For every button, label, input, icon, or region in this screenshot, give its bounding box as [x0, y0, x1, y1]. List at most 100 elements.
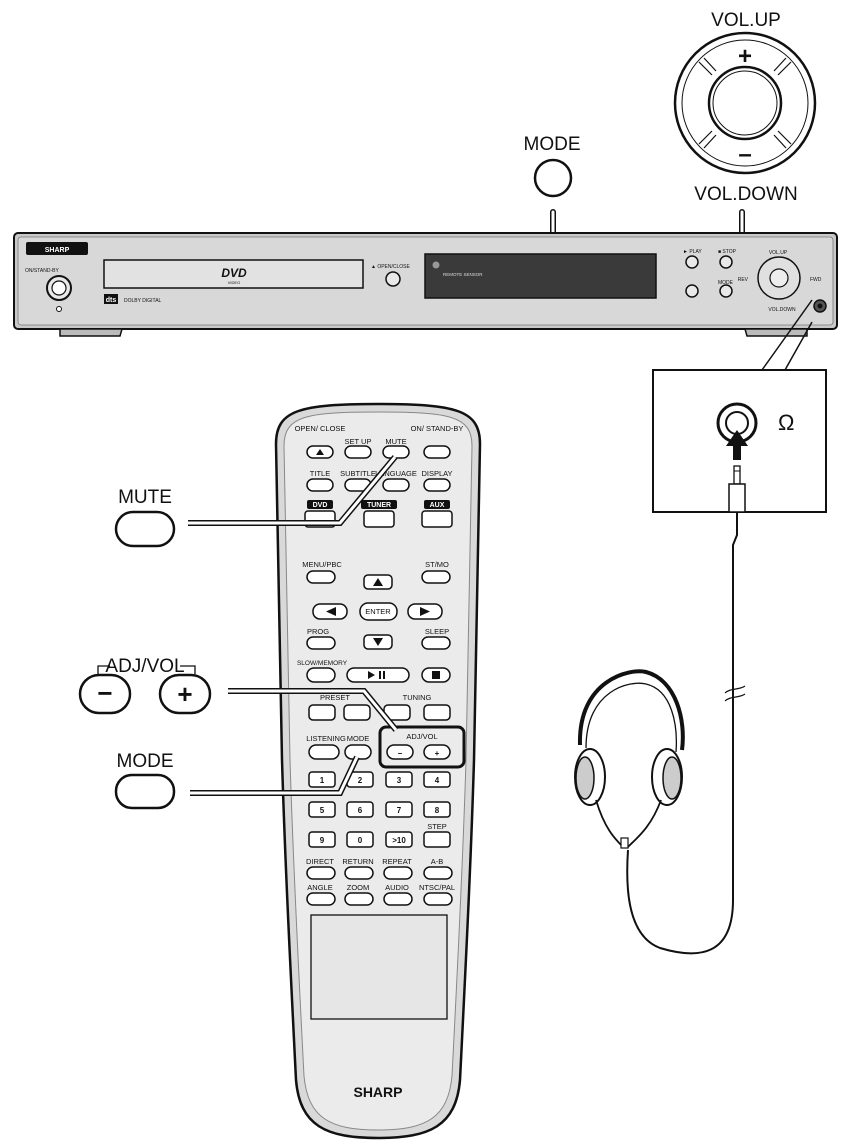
rc-label-st-mo: ST/MO	[425, 560, 449, 569]
dial-knob	[707, 65, 783, 141]
remote-sensor-label: REMOTE SENSOR	[443, 272, 483, 277]
rc-label-a-b: A-B	[431, 857, 444, 866]
adjvol-callout-plus-button	[158, 673, 212, 715]
player-volup-label: VOL.UP	[769, 250, 788, 256]
player-voldown-label: VOL.DOWN	[768, 307, 796, 313]
rc-listening-button	[308, 744, 340, 760]
rc-label-adj-vol: ADJ/VOL	[406, 732, 437, 741]
stop-label: ■ STOP	[718, 249, 737, 255]
rc-label-open-close: OPEN/ CLOSE	[295, 424, 346, 433]
rc-sleep-button	[421, 636, 451, 650]
rc-brand: SHARP	[353, 1084, 402, 1100]
headphones	[574, 512, 746, 955]
rc-tuner-button	[363, 510, 395, 528]
rc-zoom-button	[344, 892, 374, 906]
rc-label-display: DISPLAY	[421, 469, 452, 478]
rc-digit-3-button	[423, 771, 451, 788]
stop-button	[719, 255, 733, 269]
rc-digit-2-button	[385, 771, 413, 788]
rc-display-button	[423, 478, 451, 492]
rc-digit-5-label: 6	[358, 806, 363, 815]
rc-digit-8-button	[308, 831, 336, 848]
rc-label-repeat: REPEAT	[382, 857, 412, 866]
rc-preset-up-button	[343, 704, 371, 721]
player-mode-button	[719, 284, 733, 298]
rc-digit-9-label: 0	[358, 836, 363, 845]
player-display	[424, 253, 657, 299]
rc-digit-6-button	[385, 801, 413, 818]
rc-power-button	[423, 445, 451, 459]
volume-dial-illustration: VOL.UP + – VOL.DOWN	[673, 10, 817, 205]
rc-digit-10-button	[385, 831, 413, 848]
rc-enter-button	[359, 602, 398, 621]
rc-digit-9-button	[346, 831, 374, 848]
dial-minus: –	[738, 141, 751, 168]
vol-up-label: VOL.UP	[711, 10, 781, 31]
rc-label-preset: PRESET	[320, 693, 350, 702]
rc-vol-plus-button	[423, 744, 451, 760]
rc-menu-button	[306, 570, 336, 584]
rc-label-listening: LISTENING	[306, 734, 346, 743]
insert-arrow	[726, 430, 748, 460]
rc-digit-3-label: 4	[435, 776, 440, 785]
dolby-logo: DOLBY DIGITAL	[124, 298, 162, 304]
rc-label-mute: MUTE	[385, 437, 406, 446]
rc-label-enter: ENTER	[365, 607, 391, 616]
dts-logo: dts	[106, 297, 117, 304]
remote-control: OPEN/ CLOSE SET UP MUTE ON/ STAND-BY TIT…	[274, 402, 482, 1140]
rc-digit-7-button	[423, 801, 451, 818]
adjvol-callout-label: ADJ/VOL	[105, 656, 184, 677]
player-standby-label: ON/STAND-BY	[25, 268, 59, 274]
mode-callout-left-label: MODE	[117, 751, 174, 772]
rc-ntsc-pal-button	[423, 892, 453, 906]
rc-language-button	[382, 478, 410, 492]
rc-digit-4-button	[308, 801, 336, 818]
adjvol-callout-minus: −	[97, 678, 112, 708]
play-label: ► PLAY	[683, 249, 702, 255]
open-close-label: ▲ OPEN/CLOSE	[371, 264, 411, 270]
rc-aux-button	[421, 510, 453, 528]
rc-digit-7-label: 8	[435, 806, 440, 815]
rc-title-button	[306, 478, 334, 492]
rc-label-direct: DIRECT	[306, 857, 334, 866]
rc-adjvol-highlight	[378, 725, 466, 769]
adjvol-callout: ADJ/VOL − +	[78, 656, 399, 732]
rc-label-angle: ANGLE	[307, 883, 332, 892]
rc-label-aux: AUX	[430, 502, 445, 509]
rc-return-button	[344, 866, 374, 880]
mode-callout-left-button	[114, 773, 176, 810]
mute-callout-label: MUTE	[118, 487, 172, 508]
rc-digit-4-label: 5	[320, 806, 325, 815]
rc-mode-button	[344, 744, 372, 760]
vol-down-label: VOL.DOWN	[694, 184, 797, 205]
rc-vol-minus-button	[386, 744, 414, 760]
rc-label-zoom: ZOOM	[347, 883, 370, 892]
jack-symbol: Ω	[778, 410, 794, 435]
player-rev-label: REV	[738, 277, 749, 283]
mute-callout-button	[114, 510, 176, 548]
rc-label-mode: MODE	[347, 734, 370, 743]
adjvol-callout-plus: +	[177, 679, 192, 709]
mode-callout-top-label: MODE	[524, 134, 581, 155]
mode-callout-top: MODE	[524, 134, 581, 198]
rc-lid	[310, 914, 448, 1020]
open-close-button	[385, 271, 401, 287]
headphone-jack-inset: Ω	[652, 299, 827, 513]
rc-digit-1-label: 2	[358, 776, 363, 785]
dvd-player: SHARP ON/STAND-BY DVD VIDEO dts DOLBY DI…	[13, 232, 838, 337]
rc-digit-10-label: >10	[392, 836, 406, 845]
rc-label-title: TITLE	[310, 469, 330, 478]
mode-callout-button	[533, 158, 573, 198]
disc-tray	[103, 259, 364, 289]
rc-label-tuning: TUNING	[403, 693, 432, 702]
adjvol-callout-minus-button	[78, 673, 132, 715]
rc-step-button	[423, 831, 451, 848]
rc-label-tuner: TUNER	[367, 502, 391, 509]
play-button	[685, 255, 699, 269]
rc-direct-button	[306, 866, 336, 880]
rc-play-pause-button	[346, 667, 410, 683]
rc-label-menu-pbc: MENU/PBC	[302, 560, 342, 569]
rc-label-step: STEP	[427, 822, 447, 831]
